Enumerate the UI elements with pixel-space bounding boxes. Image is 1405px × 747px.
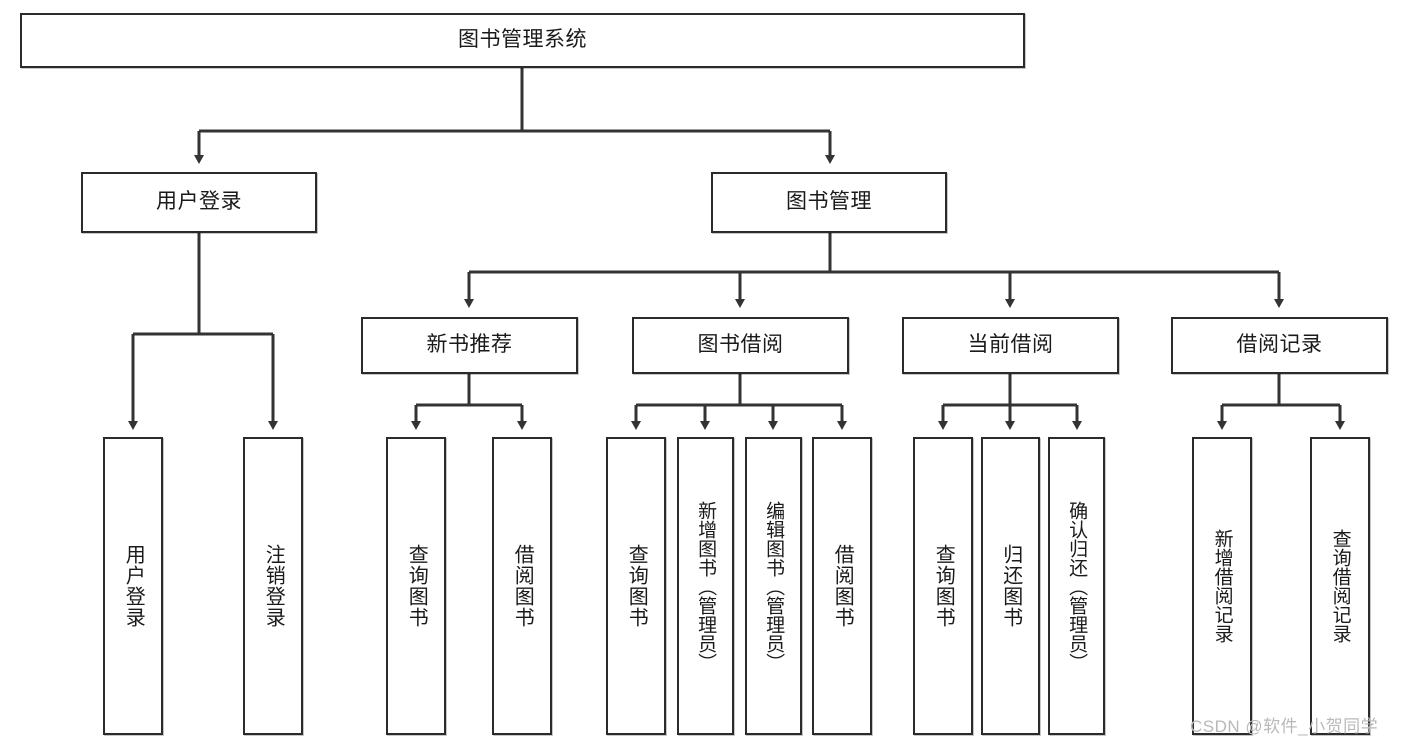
node-current-borrow[interactable]: 当前借阅: [902, 317, 1119, 374]
node-root[interactable]: 图书管理系统: [20, 13, 1025, 68]
node-leaf-return-book-label: 归还图书: [999, 544, 1022, 628]
node-book-manage-label: 图书管理: [786, 190, 872, 214]
node-leaf-query-book-1[interactable]: 查询图书: [386, 437, 446, 735]
node-leaf-borrow-book-2[interactable]: 借阅图书: [812, 437, 872, 735]
node-book-manage[interactable]: 图书管理: [711, 172, 947, 233]
node-leaf-logout-label: 注销登录: [262, 544, 285, 628]
node-leaf-borrow-book-1-label: 借阅图书: [511, 544, 534, 628]
node-leaf-query-record-label: 查询借阅记录: [1329, 529, 1351, 643]
node-leaf-confirm-return[interactable]: 确认归还（管理员）: [1048, 437, 1105, 735]
node-user-login-label: 用户登录: [156, 190, 242, 214]
node-leaf-logout[interactable]: 注销登录: [243, 437, 303, 735]
node-leaf-user-login-label: 用户登录: [122, 544, 145, 628]
node-new-book-recommend[interactable]: 新书推荐: [361, 317, 578, 374]
node-leaf-query-book-2-label: 查询图书: [625, 544, 648, 628]
node-leaf-query-book-1-label: 查询图书: [405, 544, 428, 628]
node-leaf-query-record[interactable]: 查询借阅记录: [1310, 437, 1370, 735]
node-leaf-edit-book-label: 编辑图书（管理员）: [763, 500, 785, 672]
node-book-borrow[interactable]: 图书借阅: [632, 317, 849, 374]
node-new-book-recommend-label: 新书推荐: [426, 333, 513, 357]
node-leaf-add-record[interactable]: 新增借阅记录: [1192, 437, 1252, 735]
node-root-label: 图书管理系统: [458, 28, 587, 52]
node-borrow-record-label: 借阅记录: [1236, 333, 1323, 357]
node-leaf-add-book[interactable]: 新增图书（管理员）: [677, 437, 734, 735]
node-leaf-user-login[interactable]: 用户登录: [103, 437, 163, 735]
node-user-login[interactable]: 用户登录: [81, 172, 317, 233]
node-leaf-query-book-2[interactable]: 查询图书: [606, 437, 666, 735]
node-book-borrow-label: 图书借阅: [697, 333, 784, 357]
node-leaf-add-record-label: 新增借阅记录: [1211, 529, 1233, 643]
node-leaf-edit-book[interactable]: 编辑图书（管理员）: [745, 437, 802, 735]
node-leaf-query-book-3[interactable]: 查询图书: [913, 437, 973, 735]
node-leaf-query-book-3-label: 查询图书: [932, 544, 955, 628]
node-leaf-add-book-label: 新增图书（管理员）: [695, 500, 717, 672]
node-current-borrow-label: 当前借阅: [967, 333, 1054, 357]
node-leaf-borrow-book-2-label: 借阅图书: [831, 544, 854, 628]
node-borrow-record[interactable]: 借阅记录: [1171, 317, 1388, 374]
node-leaf-return-book[interactable]: 归还图书: [981, 437, 1040, 735]
node-leaf-borrow-book-1[interactable]: 借阅图书: [492, 437, 552, 735]
csdn-watermark: CSDN @软件_小贺同学: [1190, 717, 1379, 736]
node-leaf-confirm-return-label: 确认归还（管理员）: [1066, 500, 1088, 672]
